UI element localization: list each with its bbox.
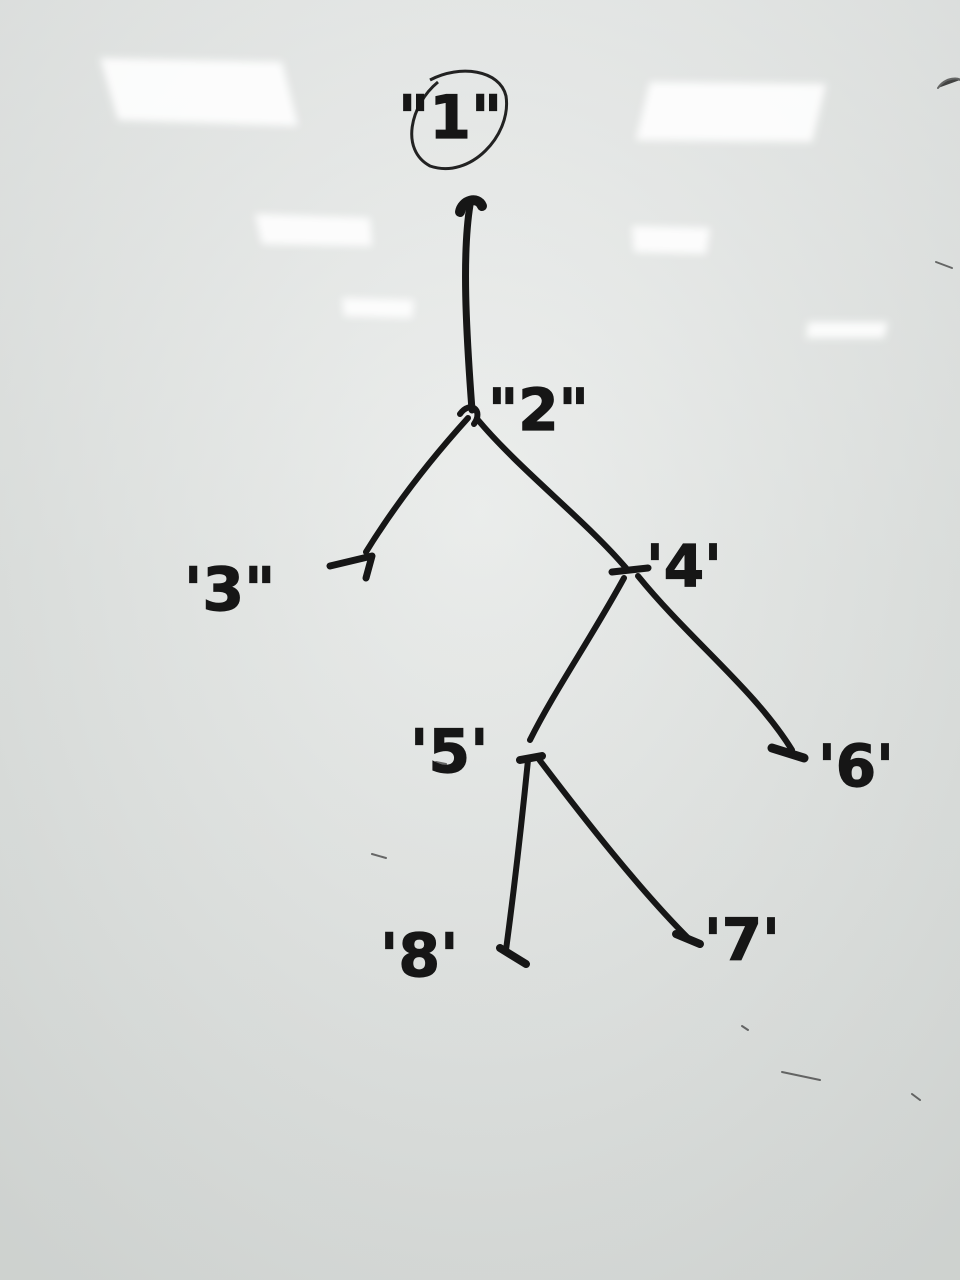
tree-edge xyxy=(503,757,531,953)
node-label-8: '8' xyxy=(380,921,459,991)
light-reflection xyxy=(100,58,298,126)
node-dot xyxy=(326,552,376,582)
node-label-5: '5' xyxy=(410,717,489,787)
tree-edge xyxy=(462,201,476,414)
stray-mark xyxy=(911,1093,921,1101)
node-label-4: '4' xyxy=(646,532,722,600)
node-label-6: '6' xyxy=(818,732,894,800)
root-circle xyxy=(410,69,509,170)
stray-mark xyxy=(935,261,953,269)
stray-mark xyxy=(371,853,387,859)
node-dot xyxy=(455,195,487,217)
node-dot xyxy=(608,564,652,576)
node-dot xyxy=(767,743,809,763)
node-dot xyxy=(672,930,704,948)
node-label-2: "2" xyxy=(488,376,589,444)
node-label-3: '3" xyxy=(184,555,275,625)
tree-labels: "1" "2" '3" '4' '5' '6' '7' '8' xyxy=(183,82,894,991)
light-reflections xyxy=(100,58,888,338)
light-reflection xyxy=(632,226,710,254)
stray-mark xyxy=(781,1071,821,1081)
stray-mark xyxy=(435,761,447,765)
node-dot xyxy=(457,404,481,427)
node-label-1: "1" xyxy=(398,83,502,153)
stray-mark xyxy=(741,1025,749,1031)
light-reflection xyxy=(342,298,414,318)
tree-edge xyxy=(527,575,627,743)
light-reflection xyxy=(255,214,372,246)
tree-edge xyxy=(635,573,795,753)
stray-marks xyxy=(371,77,960,1101)
tree-edge xyxy=(363,415,471,555)
node-dot xyxy=(496,944,530,968)
tree-edge xyxy=(535,755,691,941)
tree-edge xyxy=(475,417,629,571)
light-reflection xyxy=(636,82,826,142)
node-label-7: '7' xyxy=(704,906,780,974)
tree-edges xyxy=(326,195,809,968)
light-reflection xyxy=(806,322,888,338)
node-dot xyxy=(516,752,546,764)
